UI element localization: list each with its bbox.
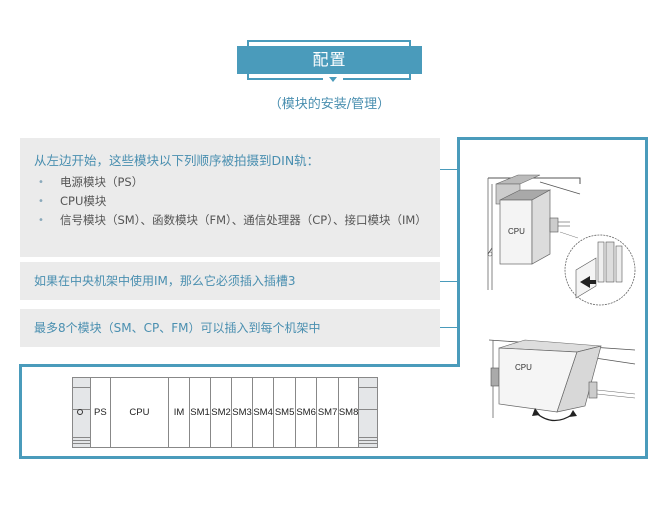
connector-line <box>440 327 458 328</box>
module-list: • 电源模块（PS） • CPU模块 • 信号模块（SM）、函数模块（FM）、通信处理… <box>34 175 440 228</box>
frame-right <box>645 137 648 459</box>
rack-slot-sm6: SM6 <box>296 378 318 447</box>
rack-endcap-left <box>73 378 91 447</box>
frame-bottom <box>19 456 648 459</box>
rack-diagram: PS CPU IM SM1 SM2 SM3 SM4 SM5 SM6 SM7 SM… <box>72 377 378 448</box>
frame-top <box>458 137 648 140</box>
rack-slot-sm4: SM4 <box>253 378 275 447</box>
cpu-swing-illustration: CPU <box>485 330 645 430</box>
bullet-icon: • <box>38 196 44 207</box>
list-item-text: 信号模块（SM）、函数模块（FM）、通信处理器（CP）、接口模块（IM） <box>60 213 427 227</box>
banner-subtitle: （模块的安装/管理） <box>268 97 391 112</box>
bullet-icon: • <box>38 177 44 188</box>
connector-line <box>440 281 458 282</box>
rack-slot-sm2: SM2 <box>211 378 233 447</box>
rack-slot-sm1: SM1 <box>190 378 211 447</box>
list-item: • CPU模块 <box>34 194 430 209</box>
rack-slot-ps: PS <box>91 378 112 447</box>
rack-endcap-right <box>359 378 377 447</box>
list-item: • 电源模块（PS） <box>34 175 430 190</box>
cpu-mount-illustration: CPU <box>480 170 640 320</box>
rack-slot-sm7: SM7 <box>317 378 339 447</box>
connector-line <box>440 169 458 170</box>
frame-left <box>19 364 22 459</box>
rack-slot-sm5: SM5 <box>274 378 296 447</box>
illus-cpu-label: CPU <box>508 227 525 236</box>
info-box-order: 从左边开始，这些模块以下列顺序被拍摄到DIN轨： • 电源模块（PS） • CPU模… <box>20 138 440 257</box>
info-box-heading: 从左边开始，这些模块以下列顺序被拍摄到DIN轨： <box>34 153 320 168</box>
frame-mid <box>19 364 460 367</box>
info-box-im-slot: 如果在中央机架中使用IM，那么它必须插入插槽3 <box>20 262 440 300</box>
frame-inner-left <box>457 137 460 367</box>
rack-slot-im: IM <box>169 378 191 447</box>
illus-cpu-label-2: CPU <box>515 363 532 372</box>
screw-icon <box>77 409 83 415</box>
banner-title: 配置 <box>237 46 422 74</box>
triangle-down-icon <box>329 77 337 82</box>
rack-slot-sm8: SM8 <box>339 378 360 447</box>
list-item-text: CPU模块 <box>60 194 107 208</box>
rack-slot-cpu: CPU <box>111 378 169 447</box>
list-item: • 信号模块（SM）、函数模块（FM）、通信处理器（CP）、接口模块（IM） <box>34 213 430 228</box>
info-box-max-modules: 最多8个模块（SM、CP、FM）可以插入到每个机架中 <box>20 309 440 347</box>
rack-slot-sm3: SM3 <box>232 378 253 447</box>
bullet-icon: • <box>38 215 44 226</box>
rotate-arrow-icon <box>534 411 574 422</box>
list-item-text: 电源模块（PS） <box>60 175 144 189</box>
